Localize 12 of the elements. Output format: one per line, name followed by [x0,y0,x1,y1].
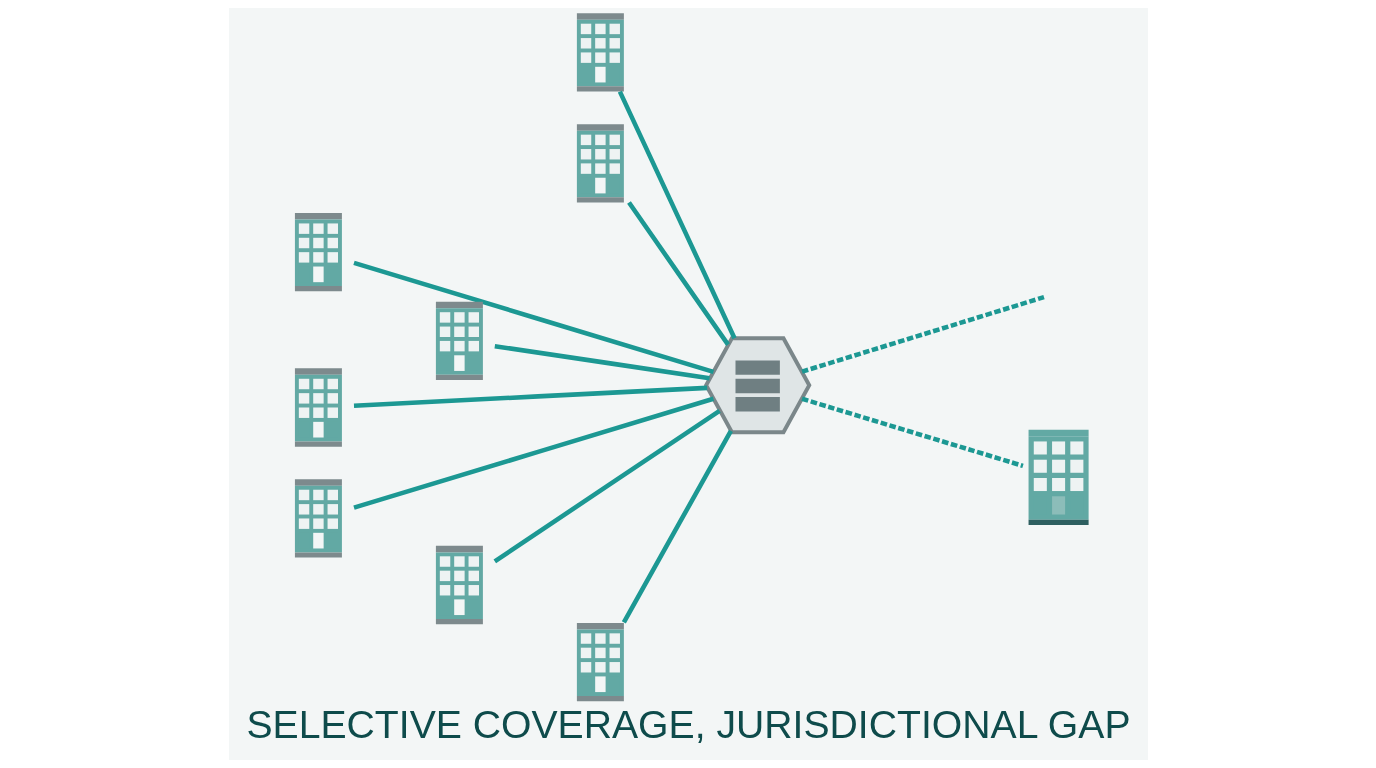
connector [352,260,714,375]
connector [352,396,714,510]
connector [617,90,737,340]
connector [493,408,721,564]
connector [800,294,1045,374]
connector [800,396,1024,469]
connector [493,343,710,381]
diagram-title: SELECTIVE COVERAGE, JURISDICTIONAL GAP [245,702,1131,746]
connector [626,201,730,346]
connector [621,429,733,624]
connector [353,385,707,408]
node-hexagon [703,336,811,435]
